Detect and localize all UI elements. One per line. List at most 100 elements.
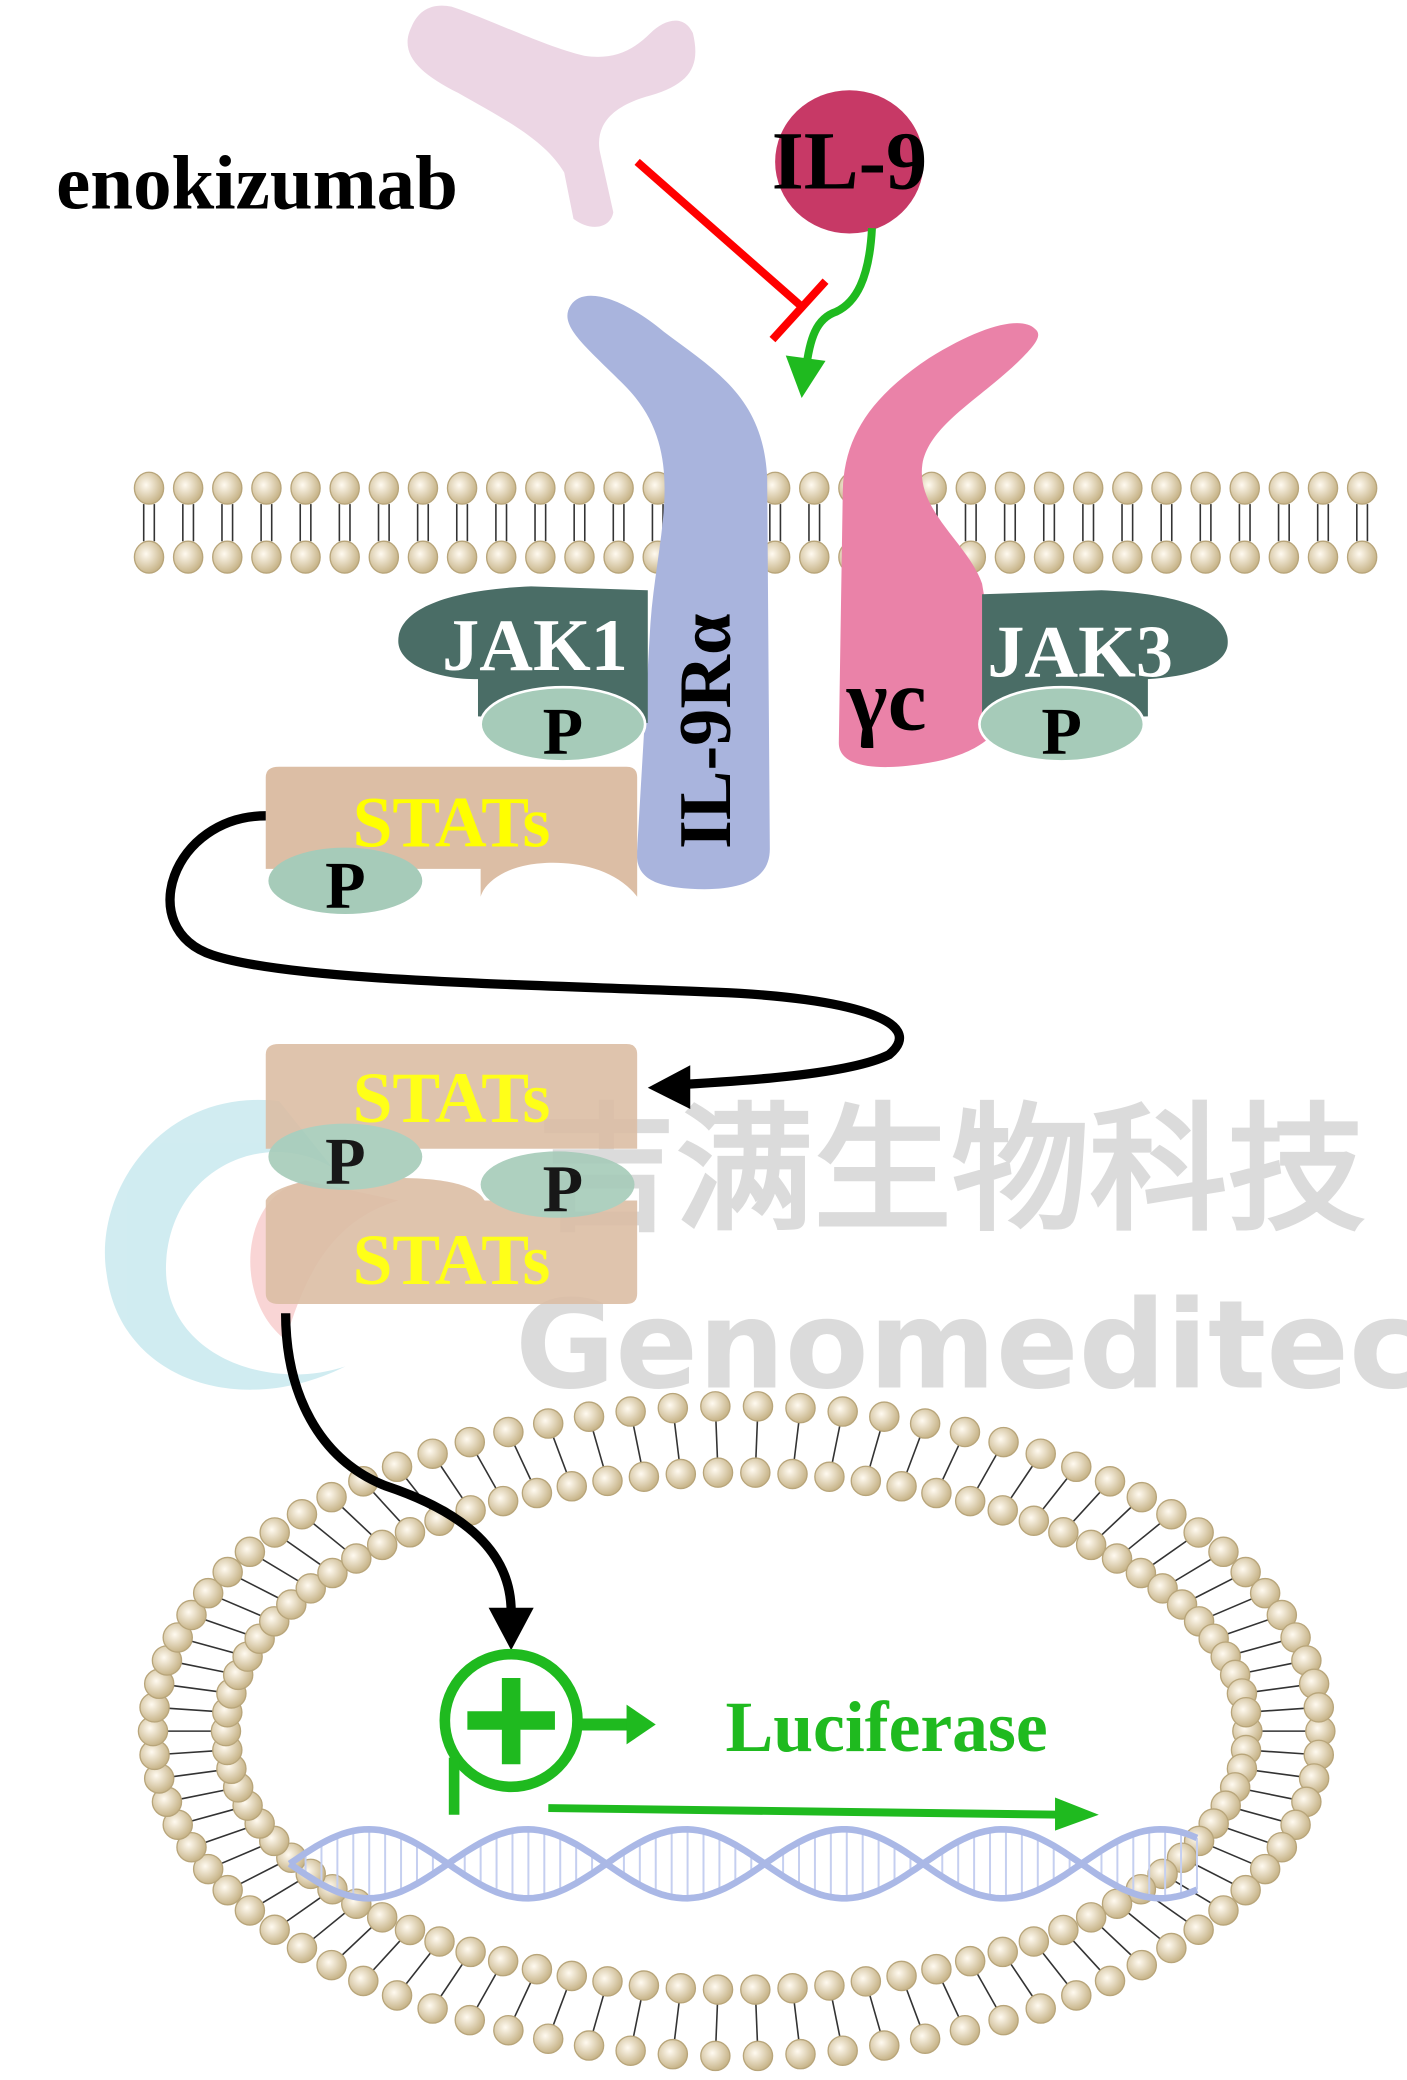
lipid-head bbox=[234, 1536, 266, 1568]
lipid-tail bbox=[672, 1996, 681, 2047]
lipid-head bbox=[700, 1391, 731, 1422]
lipid-head bbox=[954, 1945, 986, 1977]
lipid-tail bbox=[973, 1967, 1001, 2014]
stat-monomer-phospho-label: P bbox=[325, 849, 366, 922]
lipid-tail bbox=[215, 1595, 267, 1619]
lipid-tail bbox=[590, 1988, 607, 2039]
stat-translocation-arrow bbox=[165, 811, 905, 1090]
lipid-head bbox=[381, 1451, 413, 1483]
lipid-head bbox=[1151, 471, 1182, 505]
stat-dimer-phospho-1-label: P bbox=[325, 1125, 366, 1198]
lipid-head bbox=[1190, 540, 1221, 574]
lipid-head bbox=[994, 471, 1026, 505]
lipid-head bbox=[994, 540, 1026, 574]
lipid-tail bbox=[714, 1414, 719, 1465]
lipid-tail bbox=[473, 1448, 500, 1495]
lipid-head bbox=[777, 1458, 808, 1490]
lipid-tail bbox=[1006, 1958, 1037, 2003]
lipid-head bbox=[921, 1477, 952, 1509]
jak3-phospho-label: P bbox=[1041, 695, 1082, 768]
lipid-tail bbox=[281, 1536, 326, 1569]
inhibition-bar bbox=[769, 278, 829, 343]
lipid-head bbox=[987, 1495, 1018, 1526]
antibody-label: enokizumab bbox=[56, 139, 458, 225]
stat-dimer-top bbox=[265, 1043, 638, 1149]
lipid-tail bbox=[473, 1967, 500, 2014]
lipid-head bbox=[317, 1557, 348, 1589]
il9r-alpha-receptor bbox=[567, 295, 770, 890]
lipid-tail bbox=[1250, 1769, 1306, 1779]
lipid-tail bbox=[436, 1460, 467, 1504]
lipid-head bbox=[921, 1953, 952, 1985]
lipid-head bbox=[1156, 1932, 1187, 1964]
lipid-head bbox=[525, 540, 556, 574]
lipid-head bbox=[742, 2040, 774, 2072]
lipid-tail bbox=[1123, 1518, 1166, 1554]
promoter-arrowhead bbox=[626, 1704, 656, 1745]
lipid-head bbox=[1268, 540, 1300, 574]
lipid-head bbox=[407, 471, 439, 505]
lipid-tail bbox=[307, 1518, 351, 1554]
jak3-label: JAK3 bbox=[987, 612, 1173, 694]
lipid-head bbox=[1033, 471, 1065, 505]
lipid-head bbox=[556, 1960, 588, 1992]
lipid-head bbox=[949, 2014, 981, 2046]
lipid-tail bbox=[1221, 1825, 1274, 1846]
nuclear-entry-arrow bbox=[281, 1313, 516, 1612]
lipid-head bbox=[1183, 1914, 1214, 1946]
lipid-head bbox=[1094, 1466, 1126, 1497]
lipid-tail bbox=[939, 1438, 963, 1487]
lipid-head bbox=[366, 1902, 398, 1933]
dna-helix bbox=[287, 1825, 1199, 1902]
lipid-head bbox=[592, 1465, 623, 1497]
lipid-head bbox=[665, 1458, 697, 1490]
lipid-head bbox=[1018, 1505, 1050, 1537]
lipid-tail bbox=[199, 1825, 252, 1846]
watermark: 吉满生物科技 Genomeditech bbox=[104, 1090, 1407, 1417]
lipid-head bbox=[172, 540, 204, 574]
stat-dimer-bottom-label: STATs bbox=[353, 1221, 551, 1300]
stat-dimer-phospho-2 bbox=[480, 1151, 635, 1218]
jak3-phospho bbox=[978, 685, 1146, 763]
lipid-head bbox=[949, 1416, 981, 1448]
lipid-head bbox=[259, 1517, 290, 1548]
lipid-head bbox=[740, 1974, 771, 2005]
lipid-head bbox=[407, 540, 439, 574]
lipid-tail bbox=[1243, 1661, 1298, 1674]
lipid-tail bbox=[1096, 1502, 1137, 1540]
lipid-tail bbox=[1123, 1908, 1166, 1944]
lipid-tail bbox=[590, 1424, 607, 1474]
dna-strand bbox=[287, 1825, 1199, 1902]
lipid-head bbox=[1147, 1858, 1178, 1890]
lipid-head bbox=[251, 540, 282, 574]
stat-translocation-arrowhead bbox=[647, 1065, 691, 1109]
lipid-head bbox=[366, 1529, 398, 1561]
lipid-tail bbox=[368, 1486, 405, 1527]
lipid-tail bbox=[1038, 1947, 1072, 1990]
lipid-head bbox=[603, 471, 634, 505]
transcription-arrow bbox=[548, 1804, 1062, 1819]
lipid-head bbox=[573, 2030, 605, 2061]
stat-dimer: STATs STATs P P bbox=[265, 1043, 638, 1304]
lipid-head bbox=[212, 540, 243, 574]
lipid-head bbox=[341, 1543, 372, 1574]
lipid-head bbox=[1230, 1556, 1261, 1588]
lipid-head bbox=[869, 1401, 900, 1432]
lipid-head bbox=[454, 2004, 486, 2036]
lipid-head bbox=[1048, 1517, 1079, 1548]
lipid-tail bbox=[199, 1617, 252, 1637]
jak1-label: JAK1 bbox=[442, 605, 628, 687]
lipid-tail bbox=[175, 1661, 230, 1674]
plus-glyph bbox=[467, 1678, 555, 1765]
activation-arrowhead bbox=[785, 355, 826, 398]
lipid-head bbox=[368, 471, 400, 505]
il9-label: IL-9 bbox=[772, 115, 927, 206]
lipid-tail bbox=[337, 1922, 377, 1960]
lipid-head bbox=[485, 540, 517, 574]
lipid-head bbox=[1033, 540, 1065, 574]
lipid-head bbox=[564, 540, 595, 574]
lipid-head bbox=[417, 1993, 448, 2024]
lipid-head bbox=[665, 1972, 697, 2004]
